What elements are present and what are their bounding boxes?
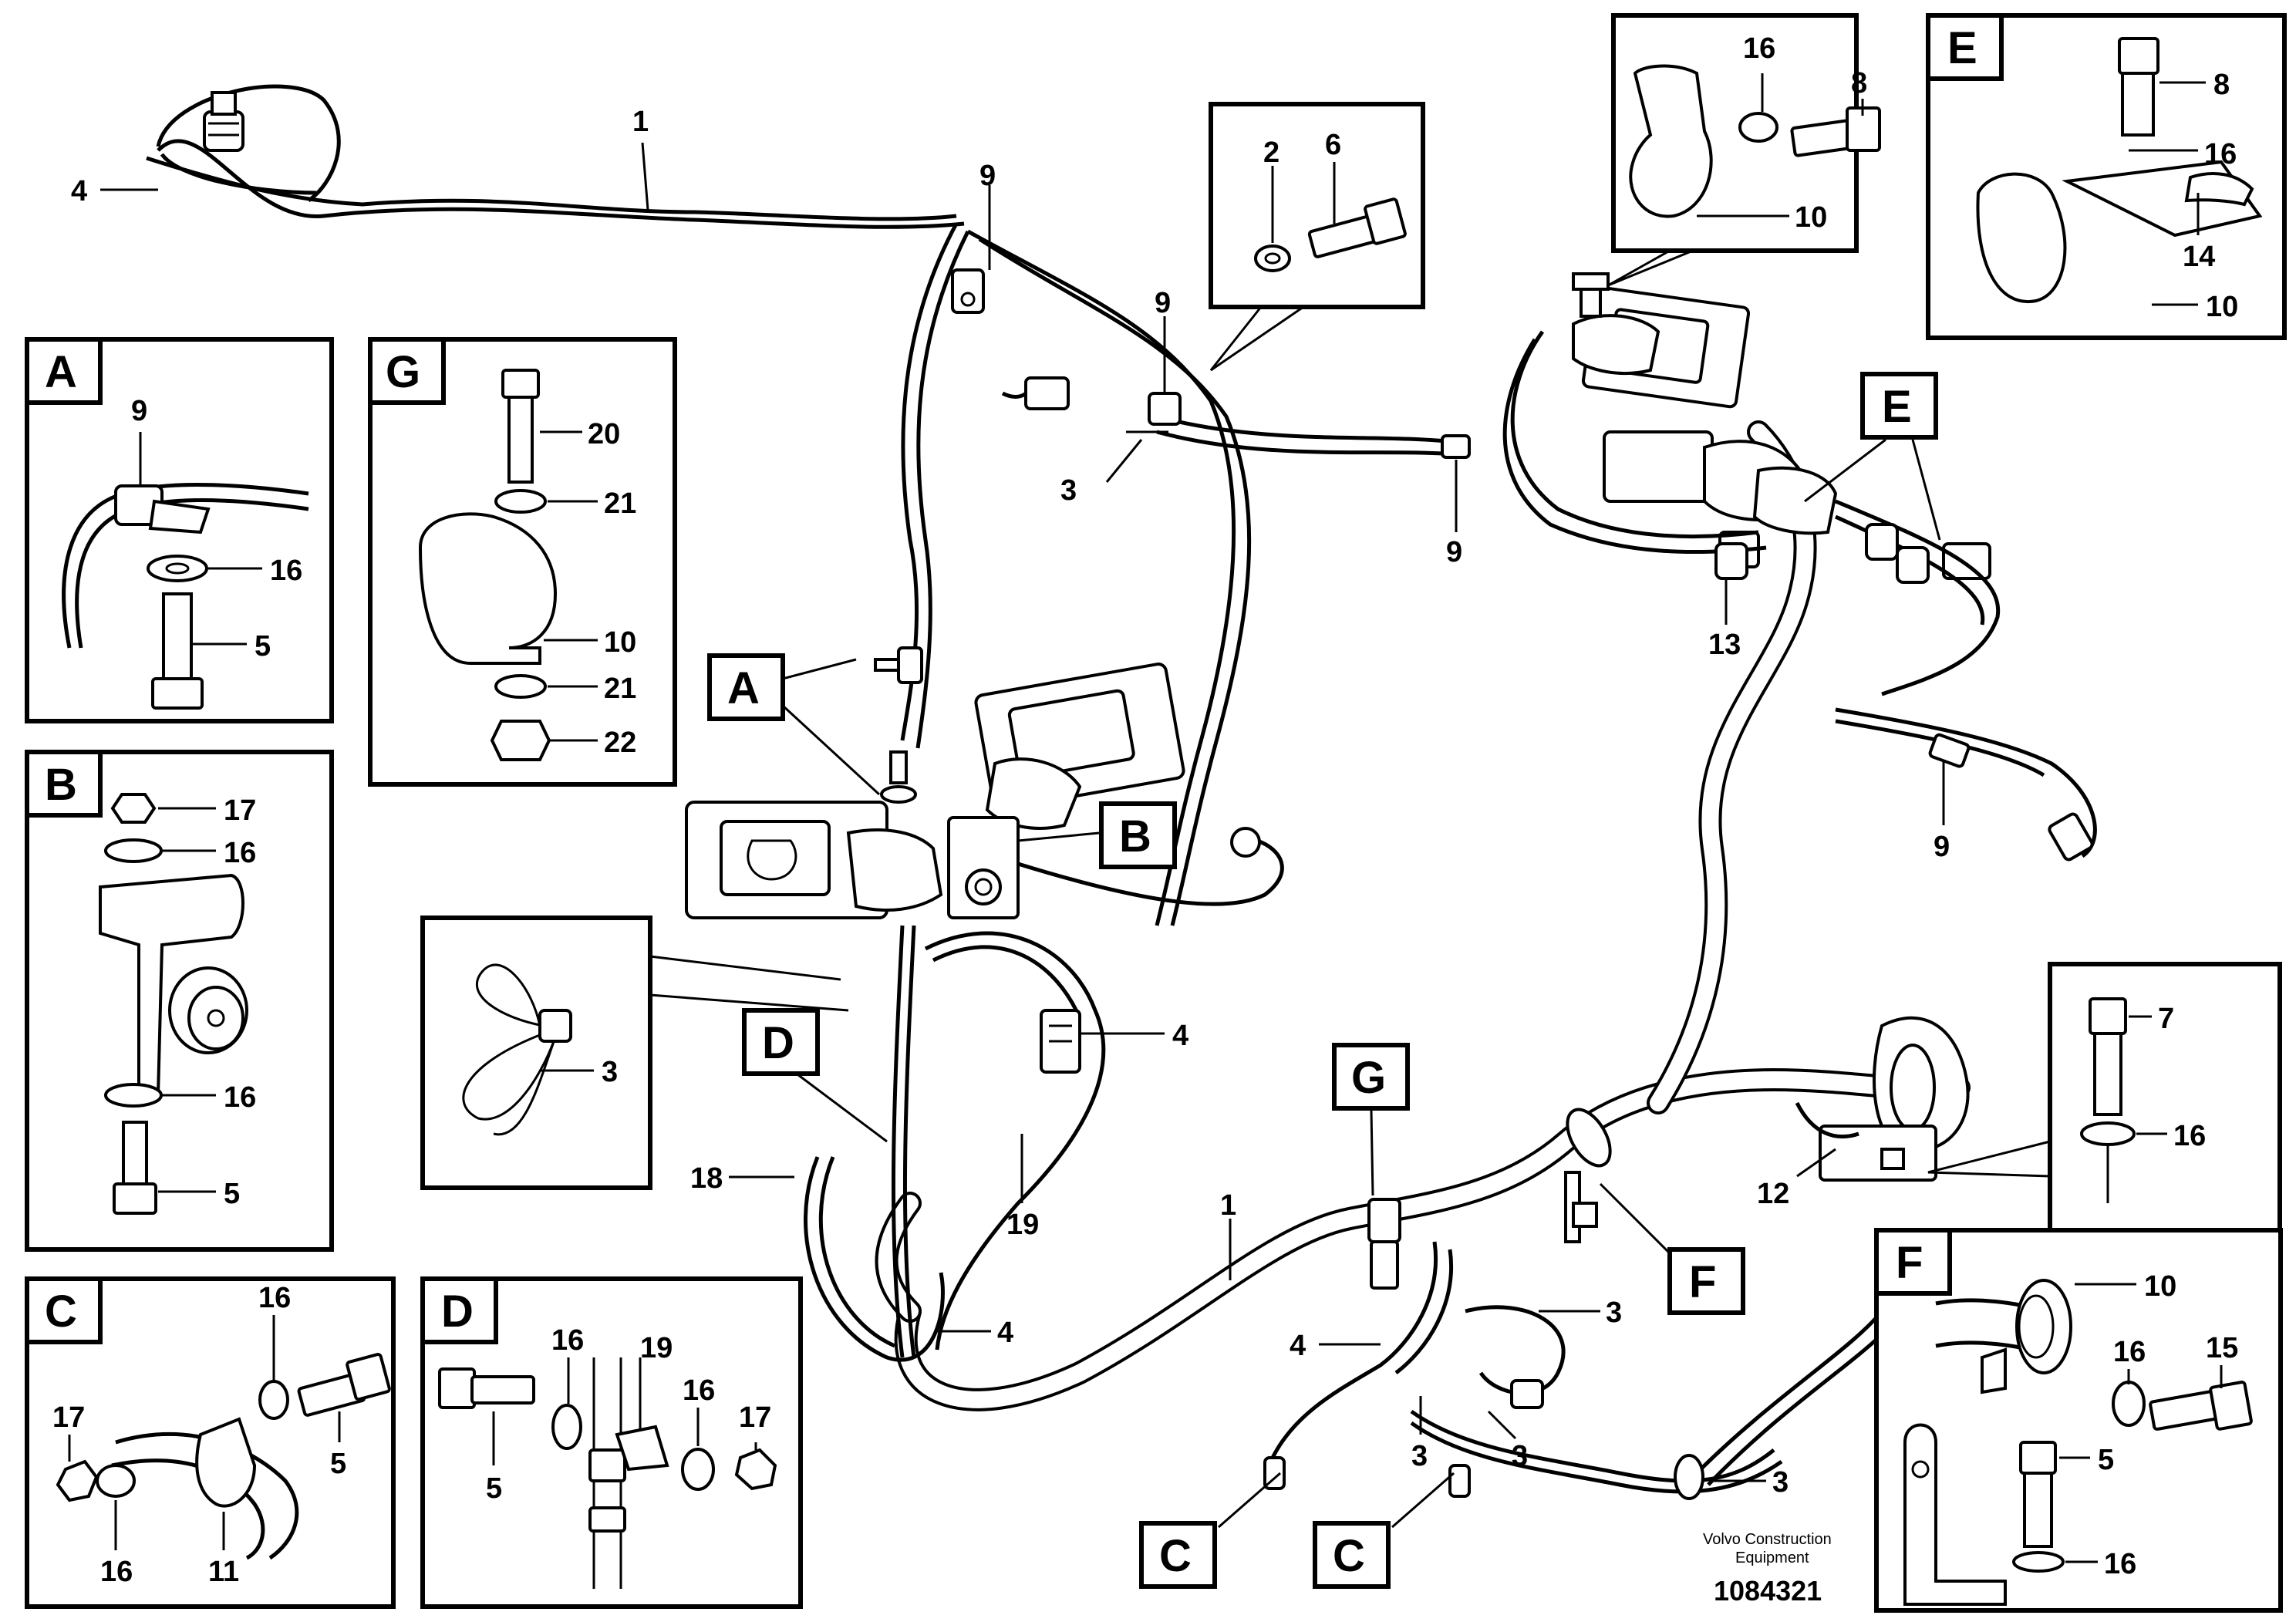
detail-16-8-10-n16: 16 [1743,32,1775,65]
detail-box-3: 3 [420,916,849,1190]
detail-D-n5: 5 [486,1472,502,1505]
detail-D-n16b: 16 [683,1374,715,1407]
tag-D: D [762,1018,794,1068]
callout-4-c: 4 [1290,1330,1306,1362]
detail-A-n9: 9 [131,395,147,427]
detail-F-tag: F [1896,1238,1923,1288]
detail-box-F: F 10 16 15 5 16 [1874,1228,2283,1613]
callout-19: 19 [1006,1209,1039,1241]
detail-2-6-n6: 6 [1325,129,1341,161]
detail-box-D: D 16 19 16 17 5 [420,1276,803,1609]
detail-B-n16a: 16 [224,837,256,869]
main-detail-tags: A B D G F E C C [707,372,1941,1589]
credit-line-1: Volvo Construction [1703,1531,1832,1548]
detail-C-n5: 5 [330,1448,346,1480]
grommet-bracket-12 [1795,1016,1970,1182]
detail-G-n21a: 21 [604,487,636,520]
detail-3-n3: 3 [602,1056,618,1088]
detail-E-n16: 16 [2204,138,2237,170]
tag-G: G [1351,1053,1386,1103]
detail-G-n21b: 21 [604,673,636,705]
callout-3-c: 3 [1411,1440,1428,1472]
right-connectors [1502,272,2097,862]
detail-E-n10: 10 [2206,291,2238,323]
detail-F-n10: 10 [2144,1270,2176,1303]
detail-box-E: E 8 16 14 10 [1926,13,2287,340]
detail-C-n11: 11 [208,1556,239,1588]
detail-F-n16b: 16 [2104,1548,2136,1580]
top-left-sensor [156,84,341,203]
detail-E-n14: 14 [2183,241,2215,273]
detail-G-n20: 20 [588,418,620,450]
detail-A-n16: 16 [270,555,302,587]
detail-G-n22: 22 [604,727,636,759]
detail-F-n5: 5 [2098,1444,2114,1476]
callout-9-b: 9 [1155,287,1171,319]
detail-box-B: B 17 16 16 5 [25,750,334,1252]
detail-box-2-6: 2 6 [1209,102,1425,372]
detail-7-16-n7: 7 [2158,1003,2174,1035]
detail-B-n17: 17 [224,794,256,827]
tag-E-main: E [1882,382,1912,432]
detail-C-n16b: 16 [100,1556,133,1588]
callout-18: 18 [690,1162,723,1195]
detail-F-n16: 16 [2113,1336,2146,1368]
detail-B-tag: B [45,760,77,810]
tag-F: F [1689,1257,1716,1307]
detail-2-6-n2: 2 [1263,137,1279,169]
callout-3-a: 3 [1060,474,1077,507]
detail-B-n5: 5 [224,1178,240,1210]
detail-D-n16a: 16 [551,1324,584,1357]
detail-D-n19: 19 [640,1332,673,1364]
detail-16-8-10-n8: 8 [1851,67,1867,99]
callout-9-c: 9 [1446,536,1462,568]
callout-9-a: 9 [979,160,996,192]
callout-9-d: 9 [1934,831,1950,863]
detail-A-n5: 5 [255,630,271,663]
detail-C-n17: 17 [52,1401,85,1434]
detail-C-n16a: 16 [258,1282,291,1314]
main-callouts: 4 1 9 9 3 9 13 9 4 18 19 4 1 3 4 3 3 3 [71,106,1950,1499]
callout-13: 13 [1708,629,1741,661]
detail-B-n16b: 16 [224,1081,256,1114]
callout-1-top: 1 [632,106,649,138]
detail-box-C: C 16 17 5 16 11 [25,1276,396,1609]
callout-3-d: 3 [1512,1440,1528,1472]
detail-box-16-8-10: 16 8 10 [1607,13,1881,287]
credit-line-2: Equipment [1735,1549,1809,1566]
doc-number: 1084321 [1714,1575,1822,1607]
detail-A-tag: A [45,347,77,397]
lower-branch [1263,1241,1895,1500]
tag-C-2: C [1333,1531,1365,1581]
detail-G-n10: 10 [604,626,636,659]
callout-4-mid: 4 [1172,1020,1188,1052]
detail-box-G: G 20 21 10 21 22 [368,337,677,787]
tag-A: A [727,663,760,713]
detail-E-n8: 8 [2213,69,2230,101]
detail-box-A: A 9 16 5 [25,337,334,723]
callout-3-e: 3 [1772,1466,1789,1499]
callout-3-b: 3 [1606,1297,1622,1329]
detail-D-tag: D [441,1286,474,1337]
detail-E-tag: E [1947,23,1977,73]
detail-box-7-16: 7 16 [1927,962,2282,1242]
tag-B: B [1119,811,1151,862]
detail-C-tag: C [45,1286,77,1337]
top-connector [1001,376,1182,433]
detail-G-tag: G [386,347,420,397]
center-connectors [685,646,1185,919]
detail-D-n17: 17 [739,1401,771,1434]
callout-4-low: 4 [997,1317,1013,1349]
tag-C-1: C [1159,1531,1192,1581]
footer: Volvo Construction Equipment 1084321 [1703,1531,1832,1607]
detail-F-n15: 15 [2206,1332,2238,1364]
detail-7-16-n16: 16 [2173,1120,2206,1152]
callout-12: 12 [1757,1178,1789,1210]
callout-4-top: 4 [71,175,87,207]
detail-16-8-10-n10: 10 [1795,201,1827,234]
main-harness [146,84,2097,1500]
callout-1-low: 1 [1220,1189,1236,1222]
